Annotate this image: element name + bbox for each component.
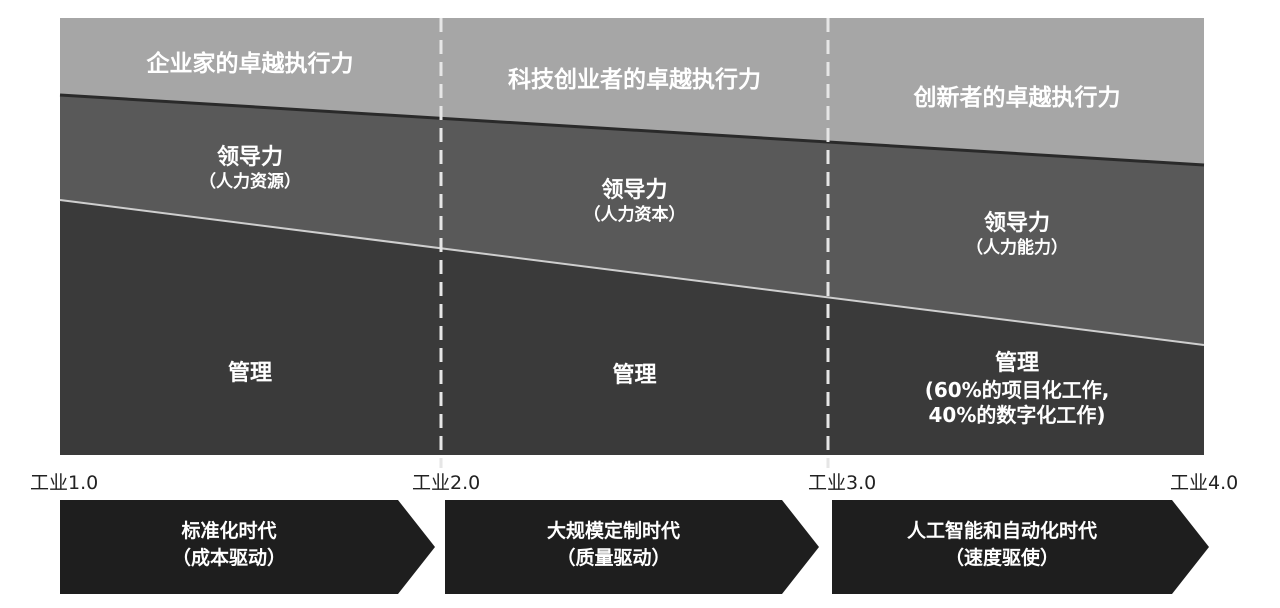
- band-separator-lower: [59, 199, 1205, 346]
- leadership-label-1: 领导力 （人力资源）: [60, 144, 440, 193]
- band-title-3: 创新者的卓越执行力: [913, 85, 1121, 111]
- era-sub-2: （质量驱动）: [556, 546, 671, 569]
- management-sub2-3: 40%的数字化工作): [928, 402, 1106, 427]
- era-title-1: 标准化时代: [181, 520, 277, 542]
- era-arrow-3: [832, 500, 1209, 594]
- era-title-3: 人工智能和自动化时代: [906, 520, 1097, 542]
- leadership-sub-2: （人力资本）: [583, 204, 686, 225]
- leadership-sub-3: （人力能力）: [966, 237, 1068, 258]
- management-title-3: 管理: [994, 351, 1039, 376]
- leadership-sub-1: （人力资源）: [199, 171, 301, 192]
- era-arrow-2: [445, 500, 819, 594]
- era-label-2: 大规模定制时代 （质量驱动）: [445, 518, 782, 571]
- band-title-2: 科技创业者的卓越执行力: [508, 67, 761, 93]
- leadership-band: [60, 95, 1204, 345]
- management-sub-3: (60%的项目化工作,: [924, 377, 1110, 402]
- band-title-1: 企业家的卓越执行力: [146, 51, 354, 77]
- axis-label-3: 工业3.0: [808, 472, 877, 494]
- management-label-2: 管理: [612, 363, 657, 388]
- leadership-title-3: 领导力: [983, 211, 1050, 236]
- leadership-title-2: 领导力: [601, 178, 668, 203]
- leadership-label-3: 领导力 （人力能力）: [830, 210, 1204, 259]
- management-band: [60, 200, 1204, 455]
- management-label-3: 管理 (60%的项目化工作, 40%的数字化工作): [830, 350, 1204, 428]
- era-arrow-1: [60, 500, 435, 594]
- axis-label-4: 工业4.0: [1170, 472, 1239, 494]
- era-label-3: 人工智能和自动化时代 （速度驱使）: [832, 518, 1172, 571]
- leadership-title-1: 领导力: [216, 145, 283, 170]
- era-label-1: 标准化时代 （成本驱动）: [60, 518, 398, 571]
- management-label-1: 管理: [227, 361, 272, 386]
- axis-label-1: 工业1.0: [30, 472, 99, 494]
- execution-band: [60, 18, 1204, 165]
- band-separator-upper: [59, 93, 1205, 167]
- axis-label-2: 工业2.0: [412, 472, 481, 494]
- era-sub-1: （成本驱动）: [171, 546, 286, 569]
- era-sub-3: （速度驱使）: [944, 546, 1059, 569]
- leadership-label-2: 领导力 （人力资本）: [443, 177, 826, 226]
- era-title-2: 大规模定制时代: [546, 520, 680, 542]
